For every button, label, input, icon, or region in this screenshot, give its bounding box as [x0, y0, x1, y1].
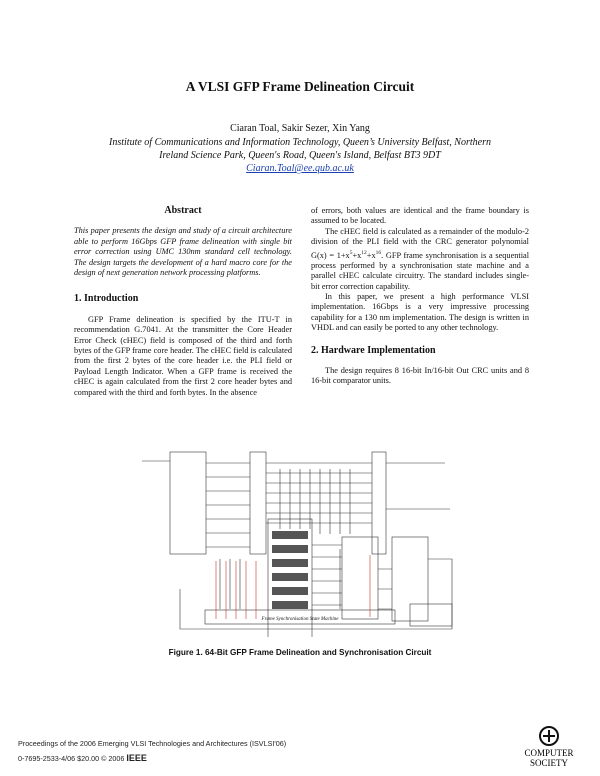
hardware-heading: 2. Hardware Implementation — [311, 344, 436, 356]
exponent-16: 16 — [375, 249, 382, 256]
footer-proceedings: Proceedings of the 2006 Emerging VLSI Te… — [18, 739, 287, 748]
paper-affiliation: Institute of Communications and Informat… — [60, 136, 540, 162]
footer-isbn-text: 0-7695-2533-4/06 $20.00 © 2006 — [18, 754, 125, 763]
computer-society-logo: COMPUTER SOCIETY — [524, 726, 574, 768]
hardware-paragraph: The design requires 8 16-bit In/16-bit O… — [311, 366, 529, 386]
chec-text-d: . GFP frame synchronisation is a sequent… — [311, 250, 529, 291]
logo-society: SOCIETY — [530, 758, 569, 768]
left-column: Abstract This paper presents the design … — [74, 205, 292, 398]
implementation-paragraph: In this paper, we present a high perform… — [311, 292, 529, 333]
introduction-heading: 1. Introduction — [74, 293, 139, 305]
introduction-paragraph: GFP Frame delineation is specified by th… — [74, 314, 292, 397]
affiliation-line-1: Institute of Communications and Informat… — [109, 137, 491, 148]
chec-text-b: +x — [352, 250, 362, 260]
exponent-12: 12 — [361, 249, 367, 256]
ieee-logo-text: IEEE — [126, 753, 147, 763]
paper-title: A VLSI GFP Frame Delineation Circuit — [185, 79, 415, 94]
right-column: of errors, both values are identical and… — [311, 206, 529, 387]
abstract-text: This paper presents the design and study… — [74, 226, 292, 278]
chec-text-a: The cHEC field is calculated as a remain… — [311, 226, 529, 260]
chec-paragraph: The cHEC field is calculated as a remain… — [311, 227, 529, 292]
abstract-heading: Abstract — [164, 205, 202, 216]
circuit-diagram: Frame Synchronisation State Machine — [142, 451, 453, 637]
fsm-label: Frame Synchronisation State Machine — [261, 617, 340, 622]
author-email-link[interactable]: Ciaran.Toal@ee.qub.ac.uk — [246, 163, 354, 174]
exponent-5: 5 — [349, 249, 353, 256]
chec-text-c: +x — [366, 250, 376, 260]
figure-caption: Figure 1. 64-Bit GFP Frame Delineation a… — [168, 648, 432, 657]
introduction-continuation: of errors, both values are identical and… — [311, 206, 529, 226]
footer-isbn: 0-7695-2533-4/06 $20.00 © 2006 IEEE — [18, 753, 147, 763]
logo-computer: COMPUTER — [524, 748, 573, 758]
paper-authors: Ciaran Toal, Sakir Sezer, Xin Yang — [230, 123, 370, 134]
affiliation-line-2: Ireland Science Park, Queen's Road, Quee… — [159, 150, 441, 161]
